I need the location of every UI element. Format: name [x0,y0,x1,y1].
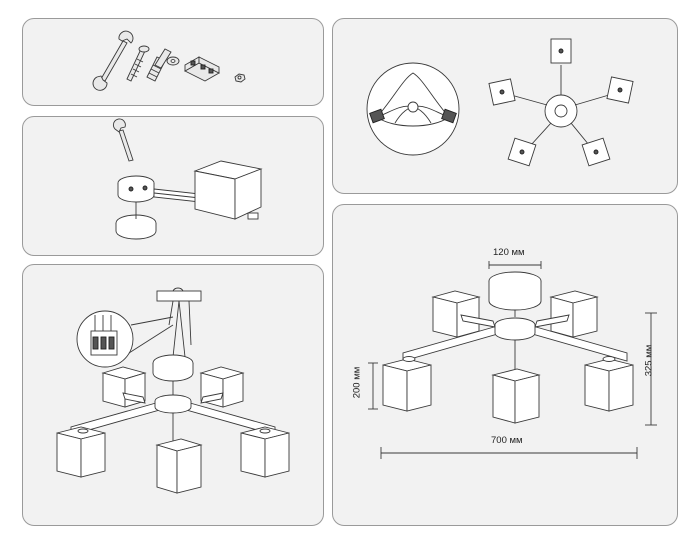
panel-mounting [22,116,324,256]
shade-icon [550,38,572,95]
wall-plug-icon [154,48,172,69]
shade-icon [507,122,552,167]
magnifier-icon [366,62,460,156]
mounting-illustration [112,118,263,240]
panel-parts [22,18,324,106]
dimension-top-line [488,261,542,269]
dimension-shade-label: 200 мм [351,366,363,399]
washer-icon [166,56,180,66]
wiring-illustration [56,287,290,494]
dimension-height-label: 325 мм [643,344,655,377]
shade-icon [240,426,290,478]
dimension-width-line [380,447,638,459]
ceiling-plate [156,290,202,302]
chandelier-icon [382,271,634,424]
shade-icon [193,160,263,220]
dimension-width-label: 700 мм [491,435,523,446]
terminal-block-icon [90,315,118,356]
shade-icon [155,438,203,494]
wrench-icon [92,30,134,91]
wrench-icon [112,118,134,162]
dimension-shade-line [368,362,378,410]
shade-icon [488,78,548,106]
panel-top-view [332,18,678,194]
shade-icon [570,122,611,167]
shade-icon [574,76,634,106]
dimension-top-label: 120 мм [493,247,525,258]
dimension-height-line [645,312,657,426]
ceiling-plate-icon [115,175,157,240]
magnifier-icon [76,310,174,368]
shade-icon [56,426,106,478]
terminal-block-icon [184,56,220,82]
dimensions-illustration [368,261,657,459]
parts-illustration [92,30,246,91]
panel-wiring [22,264,324,526]
nut-icon [234,73,246,83]
panel-dimensions: 120 мм 325 мм 200 мм 700 мм [332,204,678,526]
top-view-illustration [366,38,634,167]
screw-icon [126,45,150,82]
